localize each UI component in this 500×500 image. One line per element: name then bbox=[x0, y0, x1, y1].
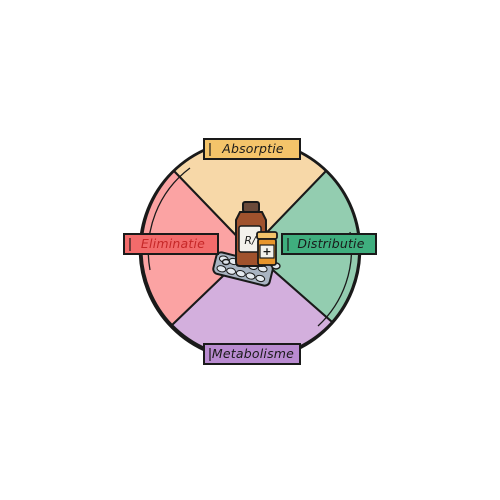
wheel-inner-rim bbox=[147, 167, 191, 271]
tag-eliminatie: Eliminatie bbox=[123, 233, 219, 255]
phase-label-metabolisme: Metabolisme bbox=[212, 346, 294, 361]
bottle-label: R/ bbox=[244, 234, 257, 247]
tag-box bbox=[123, 233, 219, 255]
tag-box bbox=[203, 138, 301, 160]
tag-metabolisme: Metabolisme bbox=[203, 343, 301, 365]
tag-box bbox=[281, 233, 377, 255]
jar-label: + bbox=[262, 245, 271, 258]
phase-label-eliminatie: Eliminatie bbox=[141, 236, 205, 251]
tag-box bbox=[203, 343, 301, 365]
phase-label-distributie: Distributie bbox=[297, 236, 364, 251]
pill-icon bbox=[221, 258, 231, 266]
phase-label-absorptie: Absorptie bbox=[221, 141, 284, 156]
tag-distributie: Distributie bbox=[281, 233, 377, 255]
pill-jar-icon: + bbox=[256, 231, 278, 266]
tag-absorptie: Absorptie bbox=[203, 138, 301, 160]
medication-illustration: R/ + bbox=[212, 201, 281, 287]
